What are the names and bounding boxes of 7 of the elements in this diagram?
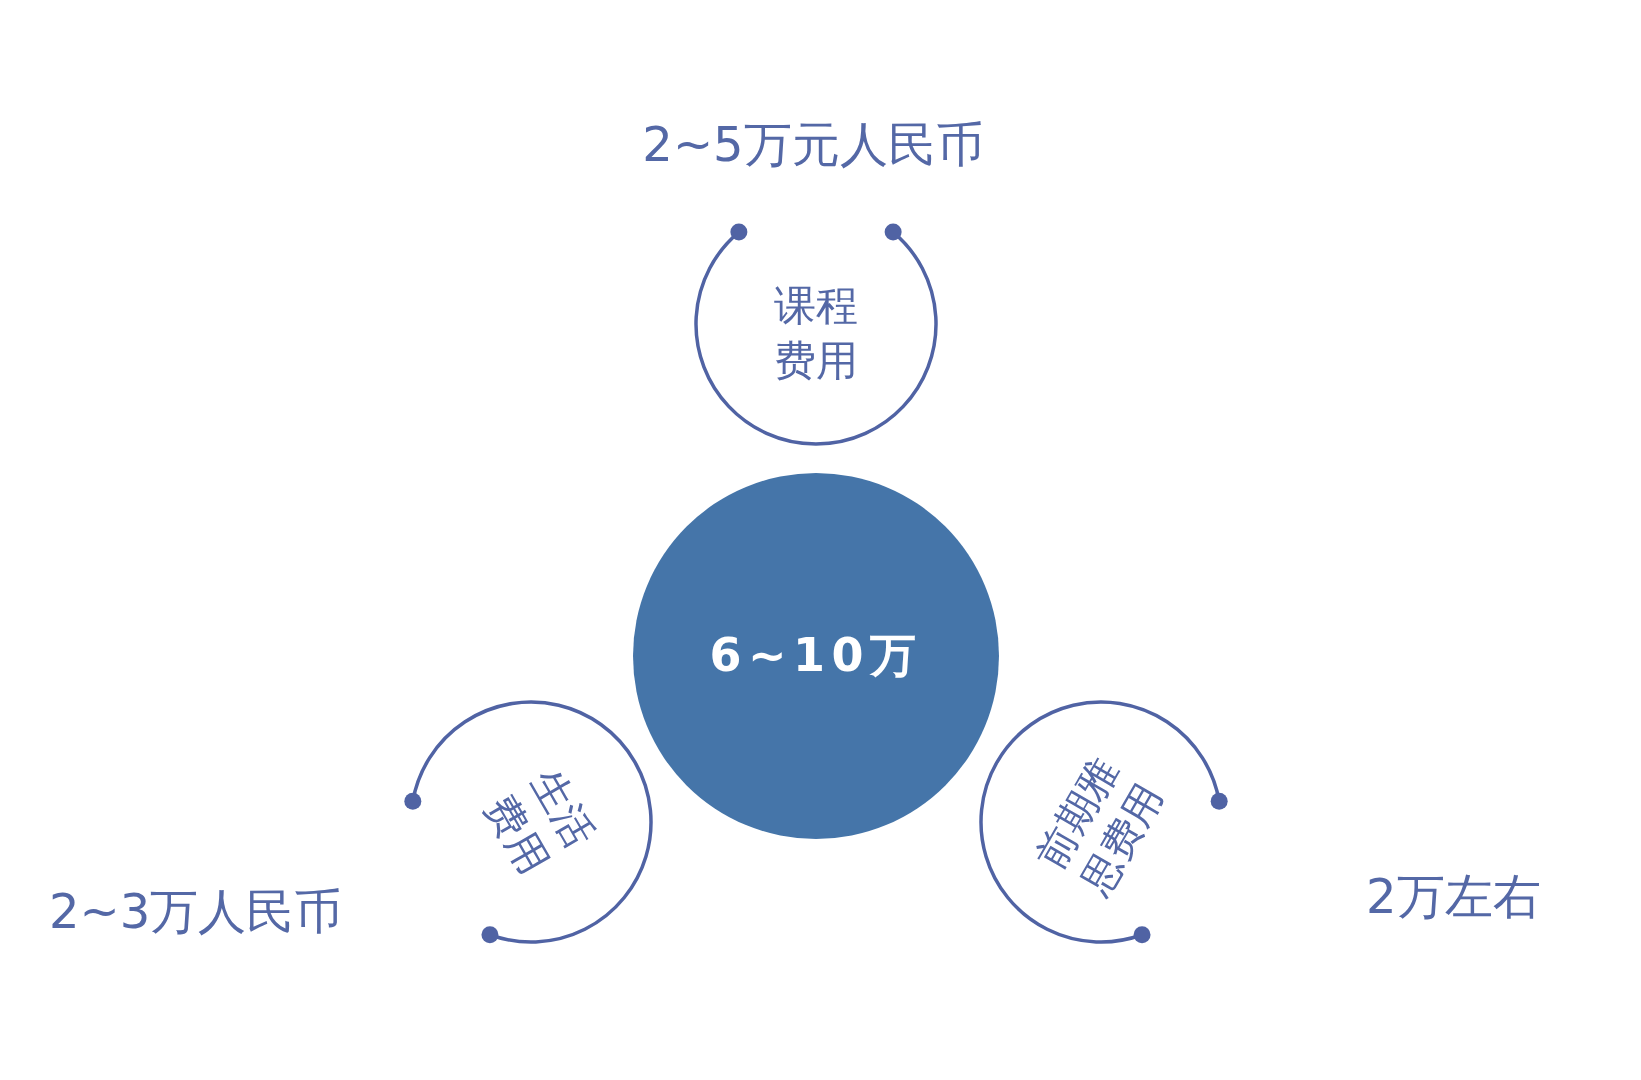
cost-range-label: 2~3万人民币 xyxy=(49,884,343,938)
total-cost-label: 6~10万 xyxy=(709,627,923,684)
cost-range-label: 2万左右 xyxy=(1366,869,1541,923)
cost-range-label: 2~5万元人民币 xyxy=(642,117,984,171)
cost-category-label: 生活费用 xyxy=(474,759,605,885)
cost-category-label: 课程费用 xyxy=(773,280,859,387)
cost-category-label: 前期雅思费用 xyxy=(1025,748,1173,905)
